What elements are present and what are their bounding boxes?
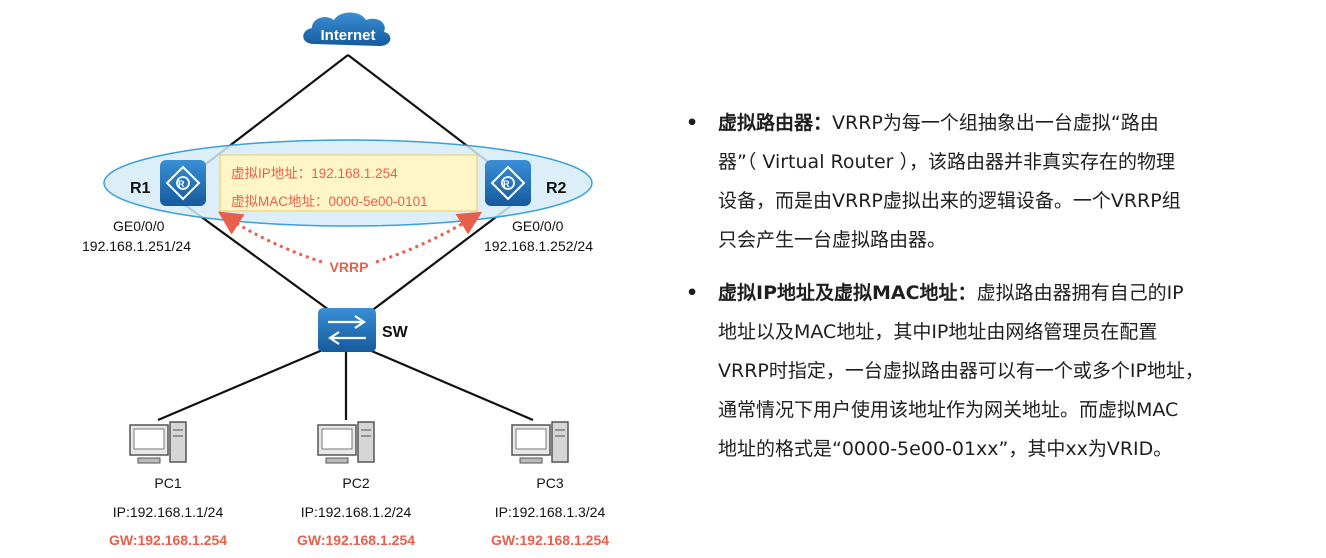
bullet-text-line: 虚拟路由器拥有自己的IP — [976, 282, 1184, 304]
pc-name: PC2 — [342, 475, 369, 491]
link-r2-sw — [361, 204, 513, 319]
router-r1-ip: 192.168.1.251/24 — [82, 238, 191, 254]
pc-gateway: GW:192.168.1.254 — [109, 532, 227, 548]
pc-group: PC1IP:192.168.1.1/24GW:192.168.1.254PC2I… — [109, 421, 609, 548]
bullet-text-line: VRRP为每一个组抽象出一台虚拟“路由 — [832, 112, 1159, 134]
bullet-text-line: 只会产生一台虚拟路由器。 — [718, 229, 947, 251]
switch-icon — [318, 308, 376, 352]
vrrp-arrow-left — [217, 211, 323, 264]
pc-gateway: GW:192.168.1.254 — [491, 532, 609, 548]
bullet-text-line: 地址的格式是“0000-5e00-01xx”，其中xx为VRID。 — [718, 438, 1173, 460]
svg-text:R: R — [178, 179, 185, 189]
pc-name: PC1 — [154, 475, 181, 491]
svg-text:R: R — [503, 179, 510, 189]
pc-tower-icon — [551, 421, 569, 463]
router-r2: R — [485, 160, 531, 206]
bullet-text-line: 通常情况下用户使用该地址作为网关地址。而虚拟MAC — [718, 399, 1179, 421]
router-r1: R — [160, 160, 206, 206]
bullet-text-line: VRRP时指定，一台虚拟路由器可以有一个或多个IP地址， — [718, 360, 1204, 382]
bullet-marker: • — [686, 112, 699, 134]
pc-ip: IP:192.168.1.3/24 — [495, 504, 606, 520]
bullet-text-line: 设备，而是由VRRP虚拟出来的逻辑设备。一个VRRP组 — [718, 190, 1181, 212]
router-r2-label: R2 — [546, 180, 567, 197]
bullet-marker: • — [686, 282, 699, 304]
internet-cloud-icon: Internet — [303, 12, 391, 46]
switch-label: SW — [382, 324, 409, 341]
pc-ip: IP:192.168.1.2/24 — [301, 504, 412, 520]
info-bullet: • 虚拟路由器：VRRP为每一个组抽象出一台虚拟“路由器”（ Virtual Ro… — [686, 104, 1286, 260]
network-topology: 虚拟IP地址：192.168.1.254 虚拟MAC地址：0000-5e00-0… — [82, 12, 609, 548]
router-r1-label: R1 — [130, 180, 151, 197]
router-r2-ip: 192.168.1.252/24 — [484, 238, 593, 254]
router-r2-port: GE0/0/0 — [512, 218, 564, 234]
router-icon — [485, 160, 531, 206]
link-sw-pc3 — [345, 338, 534, 422]
virtual-ip-text: 虚拟IP地址：192.168.1.254 — [231, 166, 398, 181]
vrrp-label: VRRP — [330, 259, 369, 275]
virtual-mac-text: 虚拟MAC地址：0000-5e00-0101 — [231, 194, 428, 209]
internet-label: Internet — [320, 27, 375, 44]
info-panel: • 虚拟路由器：VRRP为每一个组抽象出一台虚拟“路由器”（ Virtual Ro… — [686, 104, 1286, 483]
pc-gateway: GW:192.168.1.254 — [297, 532, 415, 548]
router-r1-port: GE0/0/0 — [113, 218, 165, 234]
network-links — [157, 54, 534, 422]
link-r1-sw — [184, 204, 341, 319]
pc-name: PC3 — [536, 475, 563, 491]
bullet-text-line: 地址以及MAC地址，其中IP地址由网络管理员在配置 — [718, 321, 1158, 343]
virtual-router-box — [219, 154, 478, 212]
link-sw-pc1 — [157, 338, 347, 422]
pc-ip: IP:192.168.1.1/24 — [113, 504, 224, 520]
bullet-term: 虚拟路由器： — [718, 112, 833, 134]
router-icon — [160, 160, 206, 206]
pc-tower-icon — [357, 421, 375, 463]
info-bullet: • 虚拟IP地址及虚拟MAC地址：虚拟路由器拥有自己的IP 地址以及MAC地址，其中… — [686, 274, 1286, 469]
pc-tower-icon — [169, 421, 187, 463]
bullet-text-line: 器”（ Virtual Router ），该路由器并非真实存在的物理 — [718, 151, 1176, 173]
bullet-term: 虚拟IP地址及虚拟MAC地址： — [718, 282, 977, 304]
